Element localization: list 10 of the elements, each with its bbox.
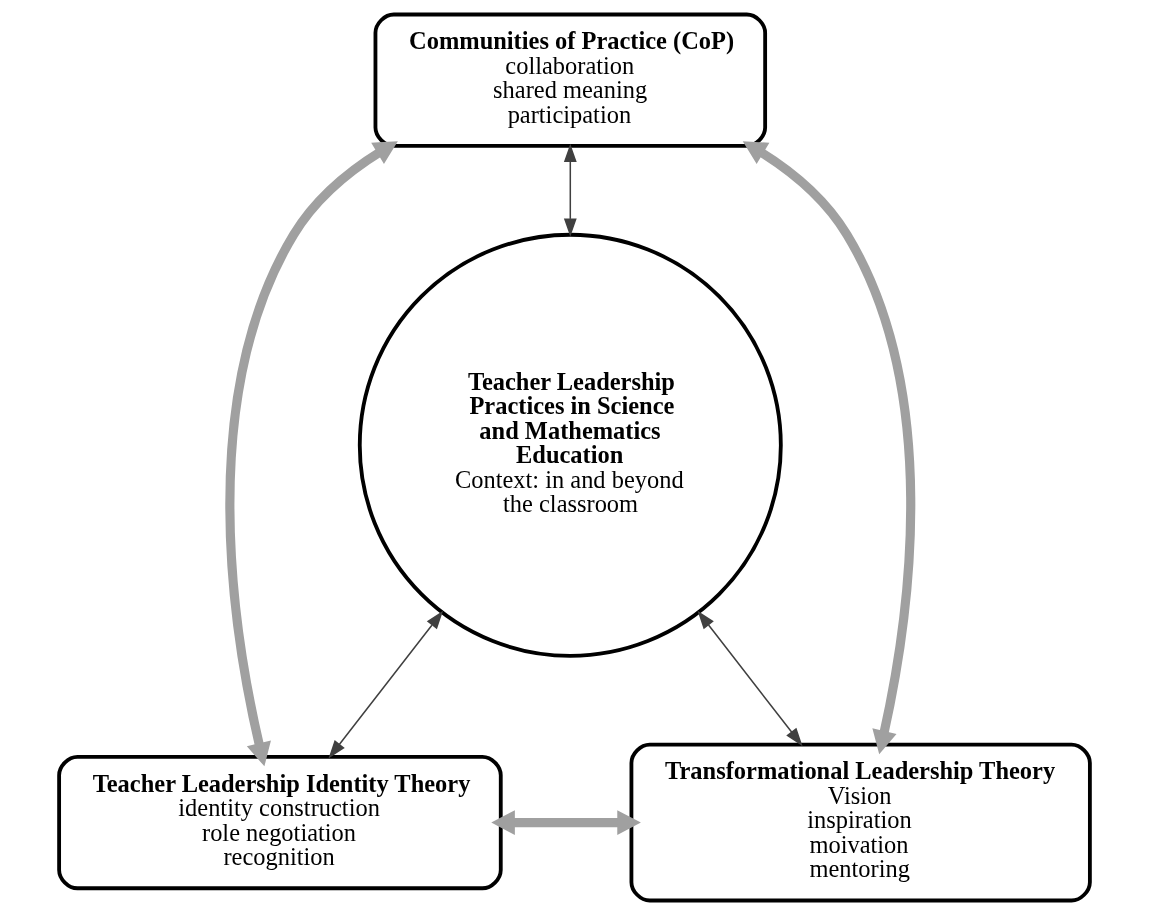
arrow [491,810,641,835]
arrow [563,143,577,237]
node-box: Teacher Leadership Identity Theory identity construction role negotiation recognition [57,754,503,891]
node-box: Communities of Practice (CoP) collaboration shared meaning participation [373,12,768,148]
node-circle: Teacher Leadership Practices in Science and Mathematics Education Context: in and beyond the classroom [357,232,783,658]
arrow [697,610,803,747]
node-box: Transformational Leadership Theory Vision inspiration moivation mentoring [629,742,1092,903]
arrow [225,141,398,767]
arrow [328,610,444,759]
arrow [742,141,916,755]
